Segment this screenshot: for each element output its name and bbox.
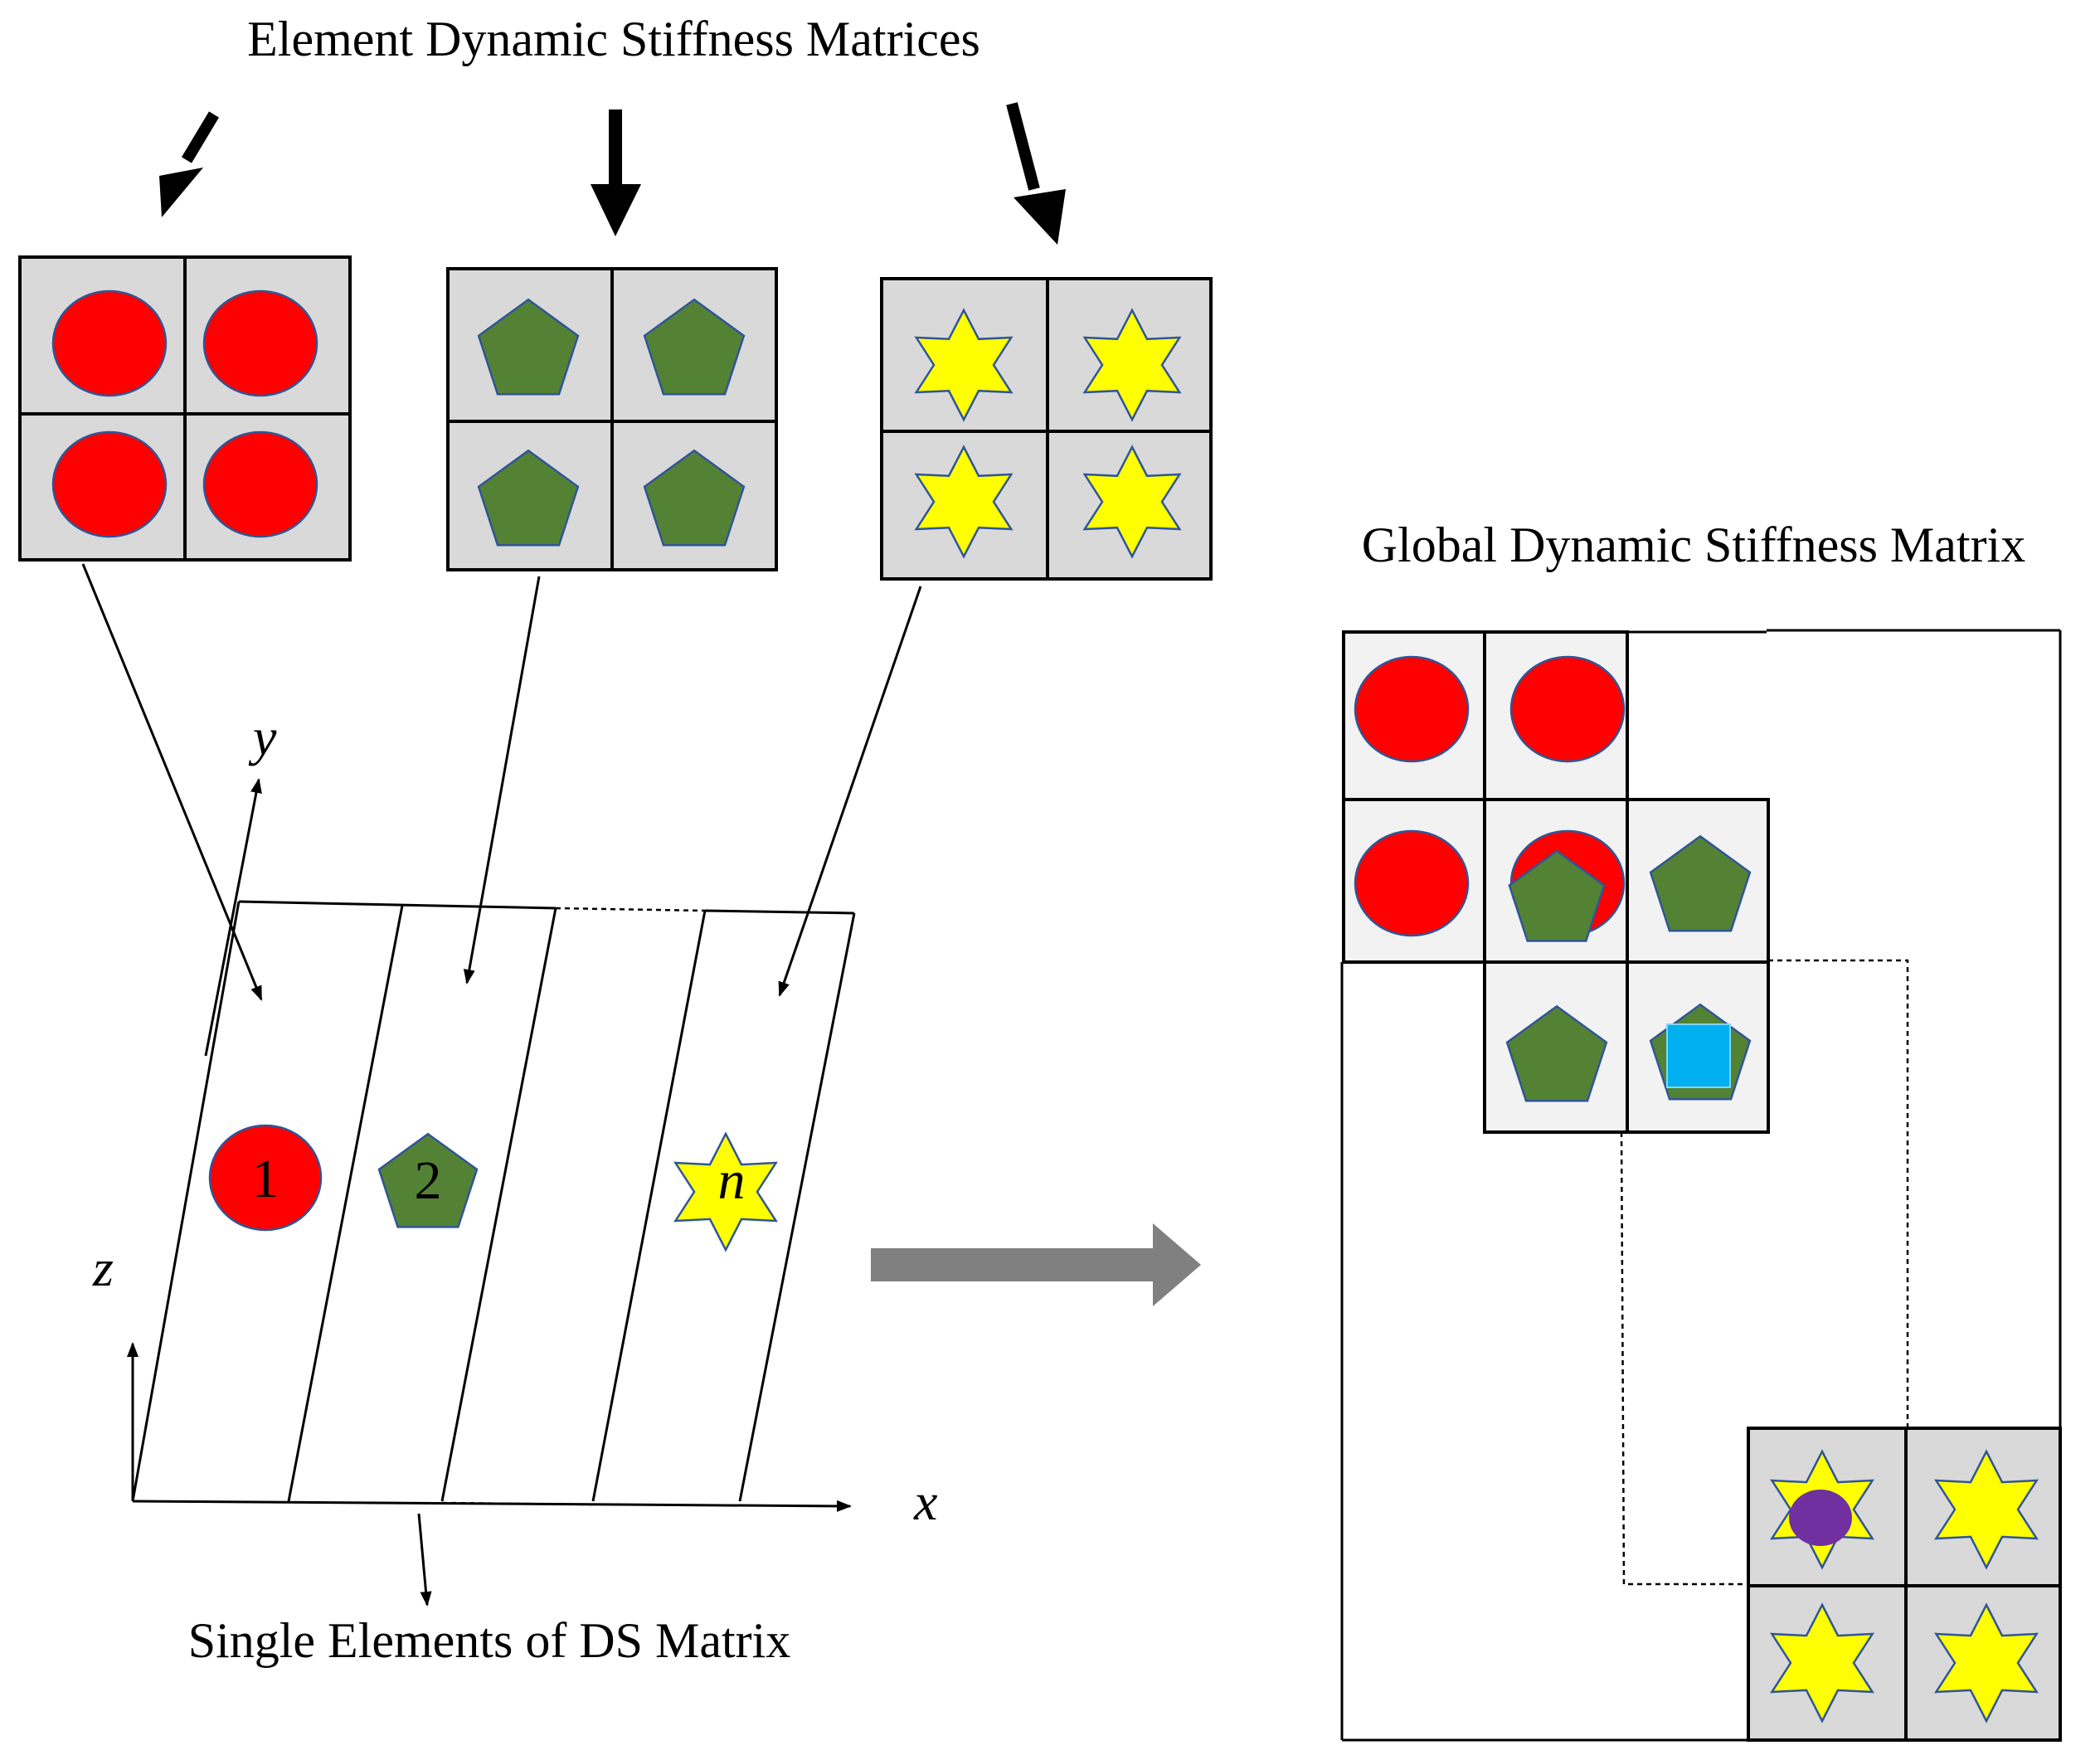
element-marker-label-2: 2 [415,1150,442,1211]
global-matrix [1340,629,2062,1742]
element-matrix-1 [18,255,352,562]
purple-circle-icon [1789,1490,1852,1546]
green-pentagon-icon [1508,849,1606,942]
yellow-star-icon [1770,1602,1874,1723]
yellow-star-icon [673,1131,778,1252]
axis-label-x: x [913,1472,937,1531]
green-pentagon-icon [477,449,580,547]
yellow-star-icon [1934,1449,2039,1570]
arrow-down-icon [591,184,641,236]
arrow-down-left-icon [159,168,203,217]
green-pentagon-icon [1505,1004,1608,1102]
element-marker-label-n: n [718,1150,746,1211]
single-elements-label: Single Elements of DS Matrix [188,1613,791,1668]
assembly-arrows [81,563,922,1001]
arrow-down-right-icon [1014,189,1066,245]
coordinate-axes [127,778,852,1607]
element-marker-1: 1 [208,1124,323,1232]
axis-label-z: z [92,1238,114,1297]
yellow-star-icon [1082,308,1182,422]
element-strip [131,900,856,1506]
element-matrices-title: Element Dynamic Stiffness Matrices [247,12,980,66]
green-pentagon-icon [377,1132,479,1228]
element-marker-n: n [673,1131,778,1252]
yellow-star-icon [1082,445,1182,559]
element-marker-label-1: 1 [252,1149,280,1209]
big-right-arrow-icon [871,1223,1201,1306]
green-pentagon-icon [377,1132,479,1228]
axis-label-y: y [248,707,277,766]
blue-square-icon [1666,1023,1731,1088]
green-pentagon-icon [643,298,746,396]
element-marker-2: 2 [377,1132,479,1228]
yellow-star-icon [914,445,1014,559]
thick-arrows [159,102,1066,245]
yellow-star-icon [914,308,1014,422]
global-matrix-title: Global Dynamic Stiffness Matrix [1362,518,2025,572]
yellow-star-icon [673,1131,778,1252]
yellow-star-icon [1934,1602,2039,1723]
element-matrix-3 [880,277,1213,581]
green-pentagon-icon [643,449,746,547]
red-circle-icon [208,1124,323,1232]
green-pentagon-icon [1649,834,1752,932]
red-circle-icon [51,289,318,538]
green-pentagon-icon [477,298,580,396]
